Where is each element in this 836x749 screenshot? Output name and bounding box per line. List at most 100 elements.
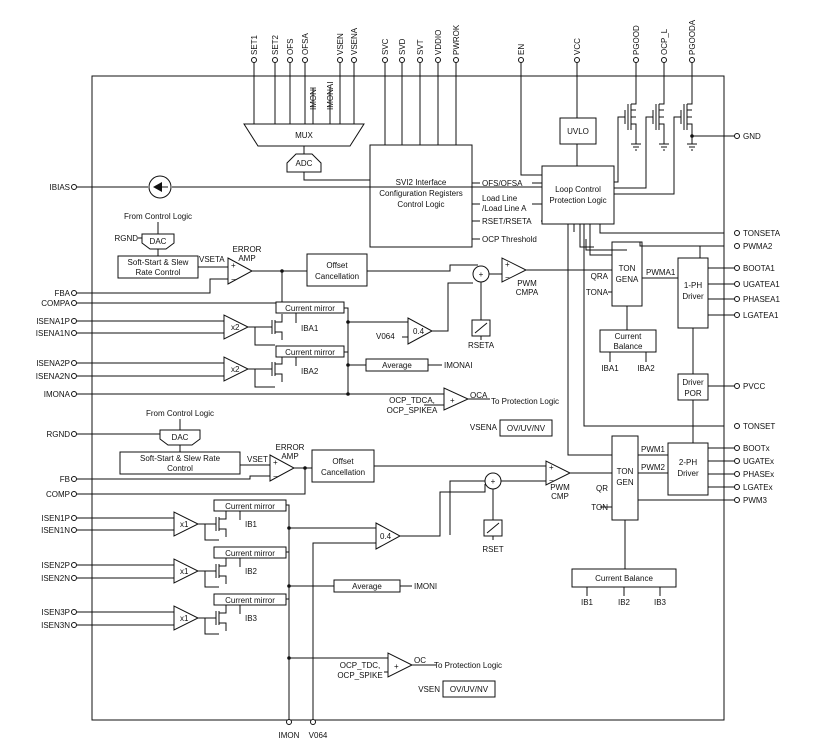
svg-text:SVI2 Interface: SVI2 Interface (396, 178, 447, 187)
ton-gen-block: TON GEN QR TON PWM1 PWM2 (591, 435, 735, 569)
svg-text:+: + (450, 396, 455, 405)
uvlo-block: UVLO (559, 117, 597, 166)
svg-text:PWMA2: PWMA2 (743, 242, 773, 251)
svg-text:Control Logic: Control Logic (397, 200, 444, 209)
svg-text:−: − (505, 273, 510, 282)
svg-text:PWM: PWM (550, 483, 570, 492)
svg-text:TON: TON (617, 467, 634, 476)
svg-text:IMONI: IMONI (414, 582, 437, 591)
svg-text:IBA1: IBA1 (301, 324, 319, 333)
svg-text:PWMA1: PWMA1 (646, 268, 676, 277)
svg-text:OCP_TDCA,: OCP_TDCA, (389, 396, 435, 405)
svg-text:ISEN3N: ISEN3N (41, 621, 70, 630)
svg-text:0.4: 0.4 (380, 532, 392, 541)
svg-text:V064: V064 (376, 332, 395, 341)
svg-text:RGND: RGND (114, 234, 138, 243)
svg-text:x2: x2 (231, 323, 240, 332)
svg-text:Driver: Driver (677, 469, 699, 478)
svg-text:UGATEx: UGATEx (743, 457, 774, 466)
right-pins: TONSETA PWMA2 BOOTA1 UGATEA1 PHASEA1 LGA… (734, 229, 781, 505)
chip-outline (91, 75, 725, 721)
svg-text:SVD: SVD (398, 38, 407, 55)
svg-text:OCP_SPIKEA: OCP_SPIKEA (387, 406, 438, 415)
svg-text:ISEN1P: ISEN1P (42, 514, 70, 523)
svg-text:PWROK: PWROK (452, 24, 461, 55)
svg-text:LGATEx: LGATEx (743, 483, 773, 492)
pin-vcc: VCC (573, 38, 582, 118)
svg-text:Driver: Driver (682, 378, 704, 387)
adc-block: ADC (286, 153, 370, 181)
svg-text:CMPA: CMPA (516, 288, 539, 297)
svg-text:OFS: OFS (286, 39, 295, 55)
svg-text:ISENA2N: ISENA2N (36, 372, 70, 381)
svg-text:TONSET: TONSET (743, 422, 775, 431)
svg-text:DAC: DAC (150, 237, 167, 246)
svg-text:Loop Control: Loop Control (555, 185, 601, 194)
svg-text:OV/UV/NV: OV/UV/NV (450, 685, 489, 694)
svg-text:IBIAS: IBIAS (50, 183, 70, 192)
driver-1ph-block: 1-PH Driver (677, 257, 735, 374)
svg-text:Rate Control: Rate Control (136, 268, 181, 277)
pin-set1: SET1 (250, 34, 259, 124)
svg-text:+: + (479, 270, 484, 279)
svg-text:TON: TON (619, 264, 636, 273)
svg-text:From Control Logic: From Control Logic (146, 409, 214, 418)
rail-a-current-sense: ISENA1P ISENA1N x2 Current mirror IBA1 I… (36, 282, 559, 437)
driver-por-block: Driver POR (677, 373, 735, 443)
svi2-interface-block: SVI2 Interface Configuration Registers C… (369, 144, 542, 248)
svg-text:−: − (231, 275, 236, 284)
svg-text:From Control Logic: From Control Logic (124, 212, 192, 221)
svg-text:Current mirror: Current mirror (225, 596, 275, 605)
svg-text:SVT: SVT (416, 39, 425, 55)
pin-svt: SVT (416, 39, 425, 145)
pin-pgood: PGOOD (631, 25, 641, 105)
svg-text:COMP: COMP (46, 490, 70, 499)
svg-text:MUX: MUX (295, 131, 313, 140)
svg-text:x1: x1 (180, 614, 189, 623)
svg-text:PGOOD: PGOOD (632, 25, 641, 55)
svg-text:Soft-Start & Slew Rate: Soft-Start & Slew Rate (140, 454, 221, 463)
svg-text:BOOTx: BOOTx (743, 444, 770, 453)
svg-text:Current mirror: Current mirror (285, 348, 335, 357)
svg-text:CMP: CMP (551, 492, 569, 501)
current-balance-b: Current Balance IB1 IB2 IB3 (571, 568, 677, 607)
pin-en: EN (517, 44, 542, 176)
svg-text:VSEN: VSEN (418, 685, 440, 694)
imoni-labels: IMONI IMONAI (309, 82, 335, 124)
svg-text:−: − (273, 472, 278, 481)
pin-vsena: VSENA (350, 27, 359, 124)
svg-text:SET1: SET1 (250, 34, 259, 55)
svg-text:TONSETA: TONSETA (743, 229, 781, 238)
rail-b-current-sense: ISEN1P ISEN1N x1 Current mirror IB1 ISEN… (41, 484, 502, 720)
svg-text:+: + (505, 260, 510, 269)
svg-text:ADC: ADC (296, 159, 313, 168)
svg-text:GND: GND (743, 132, 761, 141)
driver-2ph-block: 2-PH Driver (667, 442, 735, 496)
loop-control-wires (567, 224, 724, 456)
svg-text:RSETA: RSETA (468, 341, 495, 350)
pin-ofs: OFS (286, 39, 295, 124)
pin-set2: SET2 (271, 34, 280, 124)
pin-ofsa: OFSA (301, 33, 310, 124)
pin-ocp-l: OCP_L (659, 28, 669, 105)
svg-text:OCP_L: OCP_L (660, 28, 669, 55)
pin-svd: SVD (398, 38, 407, 145)
svg-text:RSET/RSETA: RSET/RSETA (482, 217, 532, 226)
svg-text:QR: QR (596, 484, 608, 493)
svg-text:COMPA: COMPA (41, 299, 70, 308)
bottom-pins: IMON V064 (279, 719, 328, 740)
svg-text:OC: OC (414, 656, 426, 665)
svg-text:0.4: 0.4 (413, 327, 425, 336)
open-drain-mosfets (614, 104, 697, 195)
svg-text:Soft-Start & Slew: Soft-Start & Slew (128, 258, 189, 267)
svg-text:UGATEA1: UGATEA1 (743, 280, 780, 289)
svg-text:TONA: TONA (586, 288, 609, 297)
svg-text:IMON: IMON (279, 731, 300, 740)
svg-text:−: − (549, 476, 554, 485)
svg-text:LGATEA1: LGATEA1 (743, 311, 779, 320)
svg-text:Control: Control (167, 464, 193, 473)
pin-vsen: VSEN (336, 33, 345, 124)
svg-text:IMONI: IMONI (309, 87, 318, 110)
svg-text:RSET: RSET (482, 545, 503, 554)
pin-svc: SVC (381, 38, 390, 145)
